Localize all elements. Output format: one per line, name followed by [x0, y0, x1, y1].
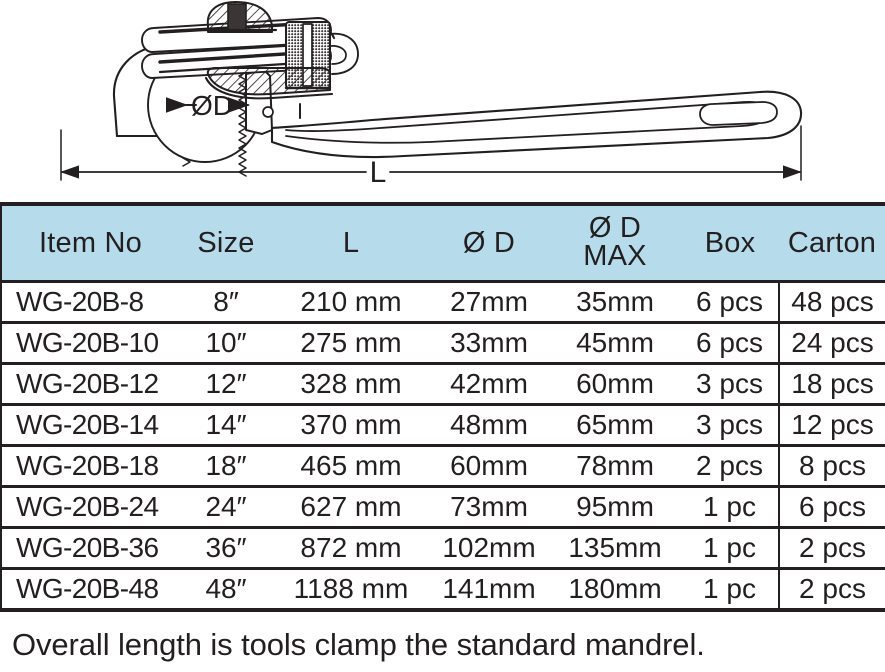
cell-box: 6 pcs — [681, 322, 780, 365]
cell-box: 3 pcs — [681, 404, 780, 447]
column-header-diameter: Ø D — [429, 202, 549, 283]
cell-carton: 12 pcs — [779, 404, 885, 447]
cell-diameter: 73mm — [429, 486, 549, 529]
cell-box: 1 pc — [681, 486, 780, 529]
cell-size: 18″ — [179, 445, 273, 488]
column-header-diameter-max-line2: MAX — [583, 240, 647, 272]
length-label: L — [370, 156, 387, 189]
cell-length: 872 mm — [273, 527, 429, 570]
cell-item-no: WG-20B-36 — [0, 527, 179, 570]
cell-length: 210 mm — [273, 281, 429, 324]
cell-item-no: WG-20B-18 — [0, 445, 179, 488]
cell-item-no: WG-20B-48 — [0, 568, 179, 612]
cell-length: 370 mm — [273, 404, 429, 447]
cell-length: 275 mm — [273, 322, 429, 365]
cell-size: 8″ — [179, 281, 273, 324]
column-header-diameter-max: Ø D MAX — [549, 202, 681, 283]
cell-diameter: 141mm — [429, 568, 549, 612]
cell-diameter-max: 135mm — [549, 527, 681, 570]
cell-diameter-max: 65mm — [549, 404, 681, 447]
cell-item-no: WG-20B-8 — [0, 281, 179, 324]
cell-size: 48″ — [179, 568, 273, 612]
cell-length: 328 mm — [273, 363, 429, 406]
cell-box: 3 pcs — [681, 363, 780, 406]
cell-carton: 6 pcs — [779, 486, 885, 529]
cell-diameter-max: 45mm — [549, 322, 681, 365]
cell-diameter-max: 180mm — [549, 568, 681, 612]
cell-size: 12″ — [179, 363, 273, 406]
cell-length: 1188 mm — [273, 568, 429, 612]
cell-length: 465 mm — [273, 445, 429, 488]
cell-diameter: 42mm — [429, 363, 549, 406]
cell-carton: 2 pcs — [779, 568, 885, 612]
column-header-size: Size — [179, 202, 273, 283]
specification-table: Item No Size L Ø D Ø D MAX Box Carton WG… — [0, 202, 885, 612]
cell-size: 36″ — [179, 527, 273, 570]
cell-item-no: WG-20B-14 — [0, 404, 179, 447]
cell-box: 2 pcs — [681, 445, 780, 488]
cell-diameter-max: 78mm — [549, 445, 681, 488]
footer-note: Overall length is tools clamp the standa… — [12, 627, 705, 662]
cell-diameter-max: 95mm — [549, 486, 681, 529]
cell-size: 10″ — [179, 322, 273, 365]
cell-diameter: 33mm — [429, 322, 549, 365]
cell-size: 24″ — [179, 486, 273, 529]
cell-carton: 48 pcs — [779, 281, 885, 324]
cell-diameter: 60mm — [429, 445, 549, 488]
cell-box: 6 pcs — [681, 281, 780, 324]
cell-length: 627 mm — [273, 486, 429, 529]
wrench-diagram: ØD L — [0, 0, 885, 202]
column-header-length: L — [273, 202, 429, 283]
cell-carton: 18 pcs — [779, 363, 885, 406]
table-header-row: Item No Size L Ø D Ø D MAX Box Carton — [0, 202, 885, 283]
cell-diameter-max: 35mm — [549, 281, 681, 324]
pivot-block — [202, 1, 278, 33]
diameter-label: ØD — [191, 90, 233, 121]
cell-diameter: 27mm — [429, 281, 549, 324]
pipe-wrench-drawing: ØD L — [60, 1, 803, 189]
cell-diameter: 102mm — [429, 527, 549, 570]
cell-box: 1 pc — [681, 527, 780, 570]
cell-item-no: WG-20B-24 — [0, 486, 179, 529]
column-header-item-no: Item No — [0, 202, 179, 283]
column-header-box: Box — [681, 202, 779, 283]
cell-item-no: WG-20B-10 — [0, 322, 179, 365]
cell-carton: 2 pcs — [779, 527, 885, 570]
housing-section — [204, 67, 334, 100]
cell-item-no: WG-20B-12 — [0, 363, 179, 406]
column-header-diameter-max-line1: Ø D — [588, 212, 642, 245]
cell-diameter-max: 60mm — [549, 363, 681, 406]
specification-table-container: Item No Size L Ø D Ø D MAX Box Carton WG… — [0, 202, 885, 612]
cell-size: 14″ — [179, 404, 273, 447]
cell-carton: 24 pcs — [779, 322, 885, 365]
cell-diameter: 48mm — [429, 404, 549, 447]
length-dimension — [60, 125, 802, 181]
cell-carton: 8 pcs — [779, 445, 885, 488]
column-header-carton: Carton — [779, 202, 885, 283]
cell-box: 1 pc — [681, 568, 780, 612]
wrench-handle — [262, 90, 803, 159]
